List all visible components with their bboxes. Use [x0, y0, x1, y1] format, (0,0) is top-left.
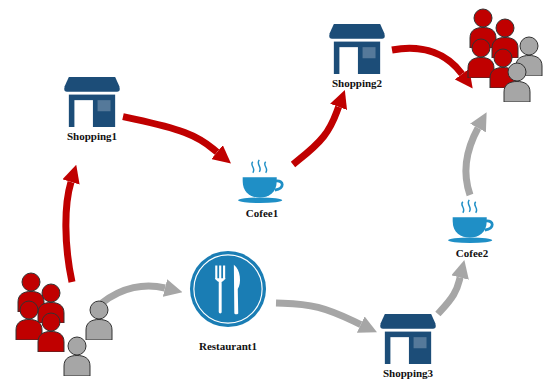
node-label: Shopping1	[67, 130, 117, 143]
cup-node: Cofee1	[231, 158, 293, 220]
cup-icon	[444, 198, 500, 244]
cup-symbol	[238, 160, 282, 203]
person-icon	[86, 301, 112, 340]
person-icon	[64, 337, 90, 376]
gray-route-arrow	[466, 128, 478, 195]
plate-icon	[189, 250, 267, 328]
node-label: Shopping2	[332, 77, 382, 90]
start-group	[16, 273, 112, 376]
store-node: Shopping1	[61, 77, 123, 143]
store-icon	[64, 77, 120, 127]
node-label: Cofee2	[456, 247, 488, 260]
node-label: Shopping3	[383, 367, 433, 380]
route-arrow	[276, 303, 361, 325]
red-route-arrow	[392, 48, 462, 74]
plate-node: Restaurant1	[180, 250, 276, 353]
route-arrow	[293, 107, 339, 165]
cup-node: Cofee2	[441, 198, 503, 260]
cup-icon	[234, 158, 290, 204]
end-group	[468, 9, 542, 102]
store-symbol	[380, 314, 436, 364]
node-label: Cofee1	[246, 207, 278, 220]
store-icon	[380, 314, 436, 364]
person-icon	[38, 313, 64, 352]
store-symbol	[64, 77, 120, 127]
store-symbol	[329, 24, 385, 74]
cup-symbol	[448, 200, 492, 243]
store-node: Shopping2	[326, 24, 388, 90]
route-arrow	[123, 117, 217, 152]
gray-route-arrow	[102, 286, 165, 303]
store-icon	[329, 24, 385, 74]
route-arrow	[438, 277, 460, 314]
store-node: Shopping3	[377, 314, 439, 380]
flow-arrows	[66, 48, 478, 303]
person-icon	[468, 39, 494, 78]
red-route-arrow	[66, 182, 72, 282]
person-icon	[504, 63, 530, 102]
plate-symbol	[190, 251, 266, 327]
person-icon	[16, 301, 42, 340]
node-label: Restaurant1	[199, 340, 257, 353]
